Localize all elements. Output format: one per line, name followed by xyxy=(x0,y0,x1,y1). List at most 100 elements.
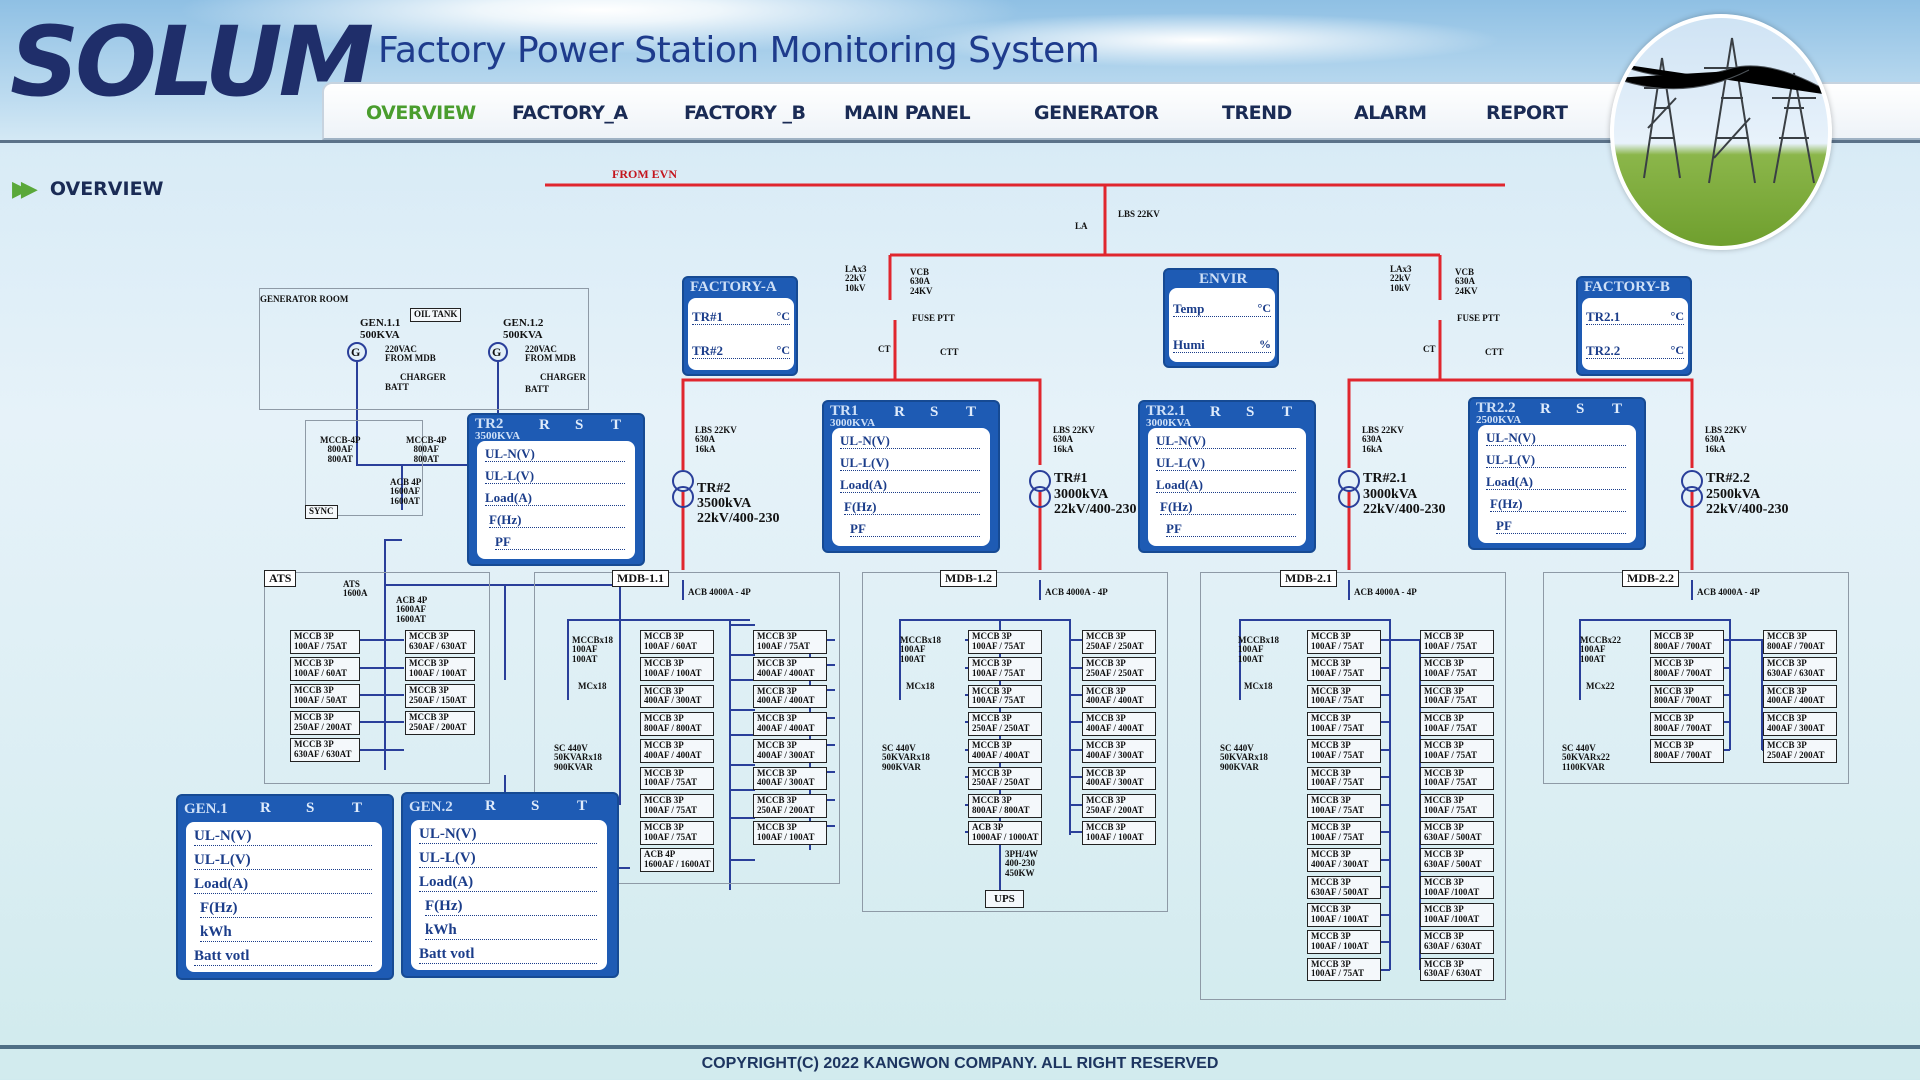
mdb-breaker[interactable]: MCCB 3P 400AF / 300AT xyxy=(1763,711,1837,736)
mdb-breaker[interactable]: MCCB 3P 630AF / 630AT xyxy=(1420,957,1494,982)
mdb-breaker[interactable]: ACB 3P 1000AF / 1000AT xyxy=(968,821,1042,845)
ats-breaker[interactable]: MCCB 3P 100AF / 75AT xyxy=(290,630,360,654)
mdb-breaker[interactable]: MCCB 3P 100AF / 75AT xyxy=(968,684,1042,709)
ats-breaker[interactable]: MCCB 3P 250AF / 150AT xyxy=(405,684,475,708)
mdb-breaker[interactable]: MCCB 3P 100AF / 75AT xyxy=(1420,630,1494,654)
ats-breaker[interactable]: MCCB 3P 630AF / 630AT xyxy=(290,738,360,762)
nav-factory-b[interactable]: FACTORY _B xyxy=(684,102,806,124)
ats-breaker[interactable]: MCCB 3P 250AF / 200AT xyxy=(405,711,475,735)
mdb-breaker[interactable]: MCCB 3P 100AF / 75AT xyxy=(640,793,714,818)
mdb-breaker[interactable]: MCCB 3P 100AF / 75AT xyxy=(1420,793,1494,818)
mdb-breaker[interactable]: MCCB 3P 630AF / 630AT xyxy=(1763,657,1837,682)
mdb-breaker[interactable]: ACB 4P 1600AF / 1600AT xyxy=(640,848,714,873)
mdb-breaker[interactable]: MCCB 3P 100AF / 75AT xyxy=(1307,957,1381,982)
mdb-breaker[interactable]: MCCB 3P 100AF / 75AT xyxy=(968,657,1042,682)
mdb-breaker[interactable]: MCCB 3P 100AF / 75AT xyxy=(753,630,827,654)
mdb-breaker[interactable]: MCCB 3P 400AF / 400AT xyxy=(1763,684,1837,709)
mdb-breaker[interactable]: MCCB 3P 250AF / 250AT xyxy=(1082,630,1156,654)
mdb-breaker[interactable]: MCCB 3P 800AF / 700AT xyxy=(1650,684,1724,709)
mdb-breaker[interactable]: MCCB 3P 400AF / 400AT xyxy=(640,739,714,763)
mdb-breaker[interactable]: MCCB 3P 100AF / 75AT xyxy=(1307,630,1381,654)
mdb-breaker[interactable]: MCCB 3P 400AF / 300AT xyxy=(1307,848,1381,873)
mdb-breaker[interactable]: MCCB 3P 800AF / 700AT xyxy=(1650,657,1724,682)
mdb-breaker[interactable]: MCCB 3P 630AF / 500AT xyxy=(1420,821,1494,845)
nav-factory-a[interactable]: FACTORY_A xyxy=(512,102,628,124)
mdb-breaker[interactable]: MCCB 3P 100AF /100AT xyxy=(1420,875,1494,900)
mdb-breaker[interactable]: MCCB 3P 400AF / 400AT xyxy=(753,684,827,709)
mdb-breaker[interactable]: MCCB 3P 400AF / 400AT xyxy=(753,657,827,682)
mdb-breaker[interactable]: MCCB 3P 630AF / 500AT xyxy=(1307,875,1381,900)
mdb-breaker[interactable]: MCCB 3P 400AF / 400AT xyxy=(1082,684,1156,709)
mdb-breaker[interactable]: MCCB 3P 800AF / 700AT xyxy=(1650,711,1724,736)
mdb-breaker[interactable]: MCCB 3P 100AF / 100AT xyxy=(1307,903,1381,927)
mdb-breaker[interactable]: MCCB 3P 100AF / 75AT xyxy=(1420,657,1494,682)
mdb-breaker[interactable]: MCCB 3P 100AF / 75AT xyxy=(1307,766,1381,791)
mdb-breaker[interactable]: MCCB 3P 630AF / 630AT xyxy=(1420,930,1494,955)
from-evn-label: FROM EVN xyxy=(612,167,677,181)
nav-overview[interactable]: OVERVIEW xyxy=(366,102,476,124)
mdb-breaker[interactable]: MCCB 3P 100AF / 75AT xyxy=(1307,657,1381,682)
mdb-breaker[interactable]: MCCB 3P 100AF / 75AT xyxy=(1307,684,1381,709)
mdb-breaker[interactable]: MCCB 3P 100AF / 75AT xyxy=(968,630,1042,654)
mdb-breaker[interactable]: MCCB 3P 400AF / 300AT xyxy=(640,684,714,709)
mdb-breaker[interactable]: MCCB 3P 800AF / 700AT xyxy=(1763,630,1837,654)
mdb-breaker[interactable]: MCCB 3P 800AF / 800AT xyxy=(640,711,714,736)
ats-breaker[interactable]: MCCB 3P 630AF / 630AT xyxy=(405,630,475,654)
mdb-breaker[interactable]: MCCB 3P 100AF /100AT xyxy=(1420,903,1494,927)
mdb-breaker[interactable]: MCCB 3P 400AF / 300AT xyxy=(1082,739,1156,763)
mdb-breaker[interactable]: MCCB 3P 100AF / 75AT xyxy=(1420,766,1494,791)
mdb-breaker[interactable]: MCCB 3P 400AF / 300AT xyxy=(753,766,827,791)
mdb-breaker[interactable]: MCCB 3P 800AF / 700AT xyxy=(1650,739,1724,763)
mdb-breaker[interactable]: MCCB 3P 100AF / 75AT xyxy=(1307,739,1381,763)
mdb-breaker[interactable]: MCCB 3P 400AF / 400AT xyxy=(1082,711,1156,736)
generator-room-title: GENERATOR ROOM xyxy=(260,294,349,304)
mdb-breaker[interactable]: MCCB 3P 100AF / 75AT xyxy=(640,766,714,791)
nav-report[interactable]: REPORT xyxy=(1486,102,1568,124)
mdb-breaker[interactable]: MCCB 3P 250AF / 250AT xyxy=(968,766,1042,791)
mdb-breaker[interactable]: MCCB 3P 100AF / 75AT xyxy=(1307,793,1381,818)
mdb-breaker[interactable]: MCCB 3P 100AF / 100AT xyxy=(1082,821,1156,845)
nav-main-panel[interactable]: MAIN PANEL xyxy=(844,102,971,124)
mdb-breaker[interactable]: MCCB 3P 100AF / 75AT xyxy=(640,821,714,845)
mdb-breaker[interactable]: MCCB 3P 800AF / 700AT xyxy=(1650,630,1724,654)
mdb-breaker[interactable]: MCCB 3P 400AF / 300AT xyxy=(753,739,827,763)
mdb-breaker[interactable]: MCCB 3P 400AF / 400AT xyxy=(968,739,1042,763)
mdb-breaker[interactable]: MCCB 3P 250AF / 200AT xyxy=(753,793,827,818)
mdb-breaker[interactable]: MCCB 3P 250AF / 250AT xyxy=(1082,657,1156,682)
mdb-breaker[interactable]: MCCB 3P 400AF / 300AT xyxy=(1082,766,1156,791)
nav-trend[interactable]: TREND xyxy=(1222,102,1292,124)
mdb-breaker[interactable]: MCCB 3P 100AF / 75AT xyxy=(1420,711,1494,736)
ats-breaker[interactable]: MCCB 3P 100AF / 50AT xyxy=(290,684,360,708)
mdb-breaker[interactable]: MCCB 3P 800AF / 800AT xyxy=(968,793,1042,818)
mdb-breaker[interactable]: MCCB 3P 100AF / 75AT xyxy=(1307,711,1381,736)
mdb-breaker[interactable]: MCCB 3P 250AF / 200AT xyxy=(1082,793,1156,818)
mdb-breaker[interactable]: MCCB 3P 630AF / 500AT xyxy=(1420,848,1494,873)
mdb11-acb: ACB 4000A - 4P xyxy=(688,587,751,597)
ats-breaker[interactable]: MCCB 3P 100AF / 100AT xyxy=(405,657,475,681)
tr21-name: TR#2.1 xyxy=(1363,471,1407,486)
mdb-breaker[interactable]: MCCB 3P 100AF / 100AT xyxy=(1307,930,1381,955)
mdb-breaker[interactable]: MCCB 3P 250AF / 200AT xyxy=(1763,739,1837,763)
mdb-breaker[interactable]: MCCB 3P 250AF / 250AT xyxy=(968,711,1042,736)
mdb-breaker[interactable]: MCCB 3P 100AF / 75AT xyxy=(1420,684,1494,709)
mdb-breaker[interactable]: MCCB 3P 100AF / 100AT xyxy=(753,821,827,845)
factory-a-temp-panel[interactable]: FACTORY-A TR#1°C TR#2°C xyxy=(682,276,798,376)
mdb-breaker[interactable]: MCCB 3P 100AF / 75AT xyxy=(1307,821,1381,845)
mdb-breaker[interactable]: MCCB 3P 100AF / 60AT xyxy=(640,630,714,654)
ats-breaker[interactable]: MCCB 3P 100AF / 60AT xyxy=(290,657,360,681)
nav-alarm[interactable]: ALARM xyxy=(1354,102,1427,124)
mdb-breaker[interactable]: MCCB 3P 100AF / 75AT xyxy=(1420,739,1494,763)
nav-generator[interactable]: GENERATOR xyxy=(1034,102,1159,124)
mdb-breaker[interactable]: MCCB 3P 100AF / 100AT xyxy=(640,657,714,682)
mdb-breaker[interactable]: MCCB 3P 400AF / 400AT xyxy=(753,711,827,736)
ats-breaker[interactable]: MCCB 3P 250AF / 200AT xyxy=(290,711,360,735)
factory-b-temp-panel[interactable]: FACTORY-B TR2.1°C TR2.2°C xyxy=(1576,276,1692,376)
ups-box[interactable]: UPS xyxy=(985,890,1024,909)
envir-panel[interactable]: ENVIR Temp°C Humi% xyxy=(1163,268,1279,368)
